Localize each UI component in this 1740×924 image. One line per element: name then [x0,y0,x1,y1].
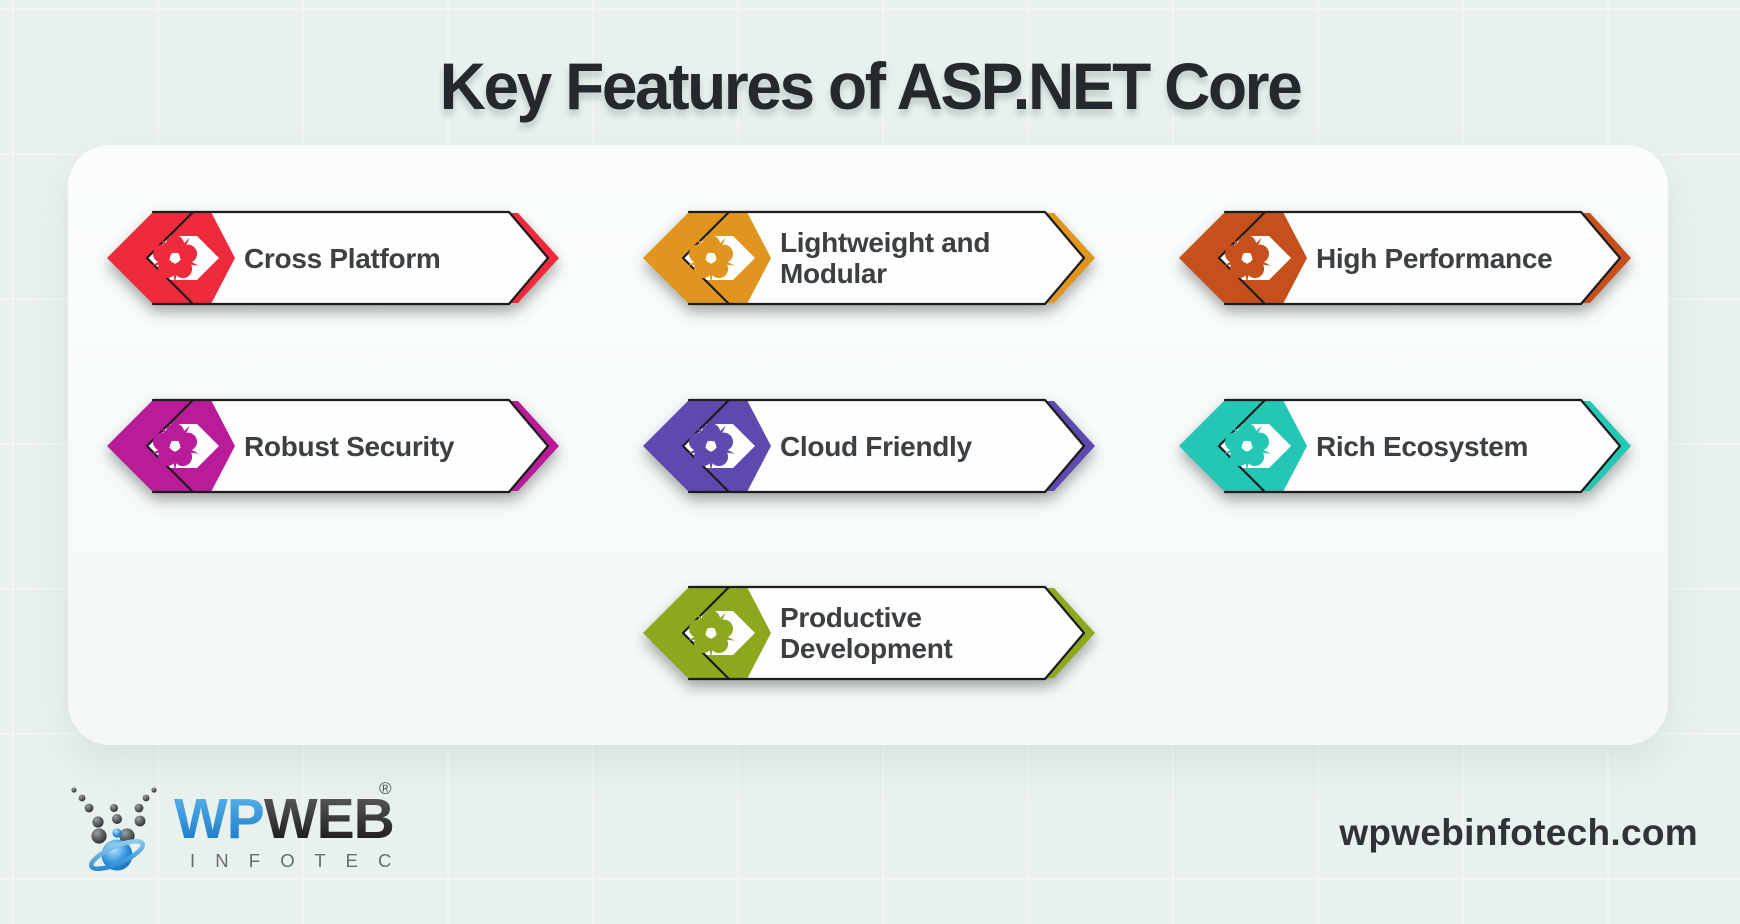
badge-shape [643,585,1095,681]
hexagon-ring [643,212,771,304]
badge-body [147,400,548,492]
badge-label-line: Productive [780,602,922,633]
flower-icon [151,235,199,283]
hexagon-ring [643,587,771,679]
badge-label: Robust Security [244,398,508,494]
hexagon-ring [107,212,235,304]
logo-dots-mark [71,787,157,844]
badge-label: Cross Platform [244,210,508,306]
badge-label-line: Rich Ecosystem [1316,430,1529,462]
flower-icon [687,235,735,283]
registered-mark: ® [379,779,392,798]
hexagon-ring [107,400,235,492]
hexagon-ring [643,400,771,492]
flower-icon [1223,423,1271,471]
badge-label: High Performance [1316,210,1580,306]
badge-label-line: Cross Platform [244,242,441,274]
badge-rich-ecosystem: Rich Ecosystem [1176,392,1634,500]
badge-high-performance: High Performance [1176,204,1634,312]
hexagon-ring [1179,212,1307,304]
badge-shape [1179,398,1631,494]
logo-planet-icon [88,838,146,872]
flower-icon [151,423,199,471]
wpweb-infotech-logo: WPWEB ® I N F O T E C H [71,779,400,872]
badge-shape [643,398,1095,494]
flower-icon [687,423,735,471]
badge-label-line: Lightweight and [780,227,991,258]
flower-icon [687,610,735,658]
badge-body [683,400,1084,492]
badge-shape [643,210,1095,306]
badge-shape [107,210,559,306]
badge-label: Rich Ecosystem [1316,398,1580,494]
badge-label-line: High Performance [1316,242,1553,274]
page-title: Key Features of ASP.NET Core [439,49,1303,123]
badge-body [683,587,1084,679]
badge-label-line: Robust Security [244,430,455,462]
hexagon-ring [1179,400,1307,492]
badge-shape [107,398,559,494]
badge-body [683,212,1084,304]
badge-body [147,212,548,304]
logo-tagline: I N F O T E C H [190,850,400,871]
badge-shape [1179,210,1631,306]
badge-cloud-friendly: Cloud Friendly [640,392,1098,500]
badge-cross-platform: Cross Platform [104,204,562,312]
badge-label-line: Modular [780,258,887,289]
badge-label: Cloud Friendly [780,398,1044,494]
badge-body [1219,212,1620,304]
website-url[interactable]: wpwebinfotech.com [1339,812,1698,853]
badge-label-line: Cloud Friendly [780,430,972,462]
flower-icon [1223,235,1271,283]
svg-text:WPWEB: WPWEB [174,787,394,851]
logo-wordmark: WPWEB ® I N F O T E C H [174,779,400,871]
badge-body [1219,400,1620,492]
badge-label-line: Development [780,633,953,664]
badge-robust-security: Robust Security [104,392,562,500]
